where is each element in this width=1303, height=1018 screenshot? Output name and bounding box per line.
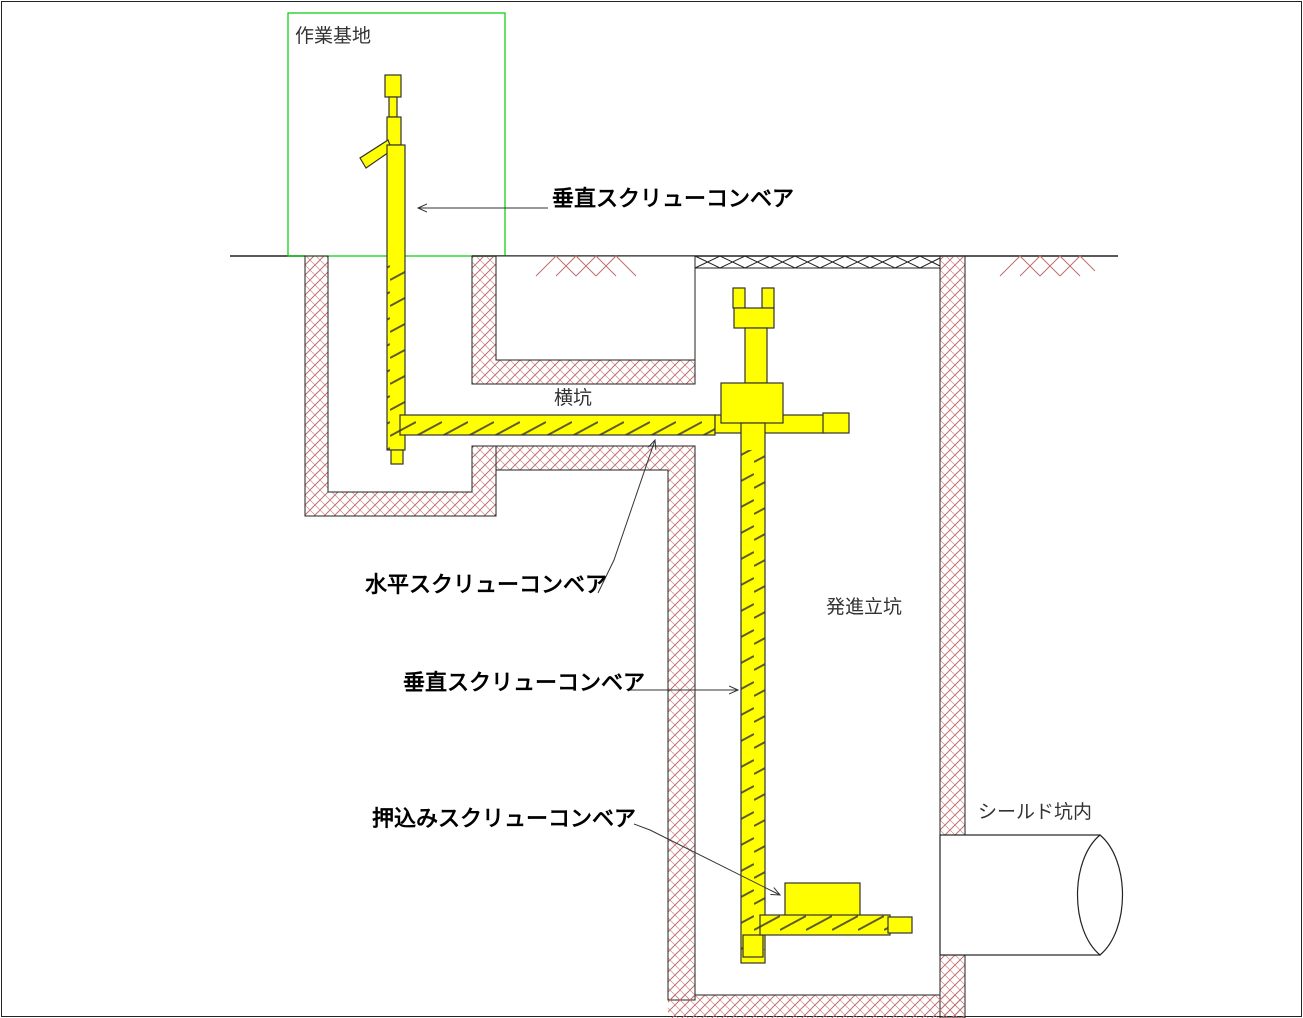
soil-hatching — [304, 255, 1096, 1018]
vertical-screw-conveyor-top — [359, 74, 406, 465]
shield-tunnel-label: シールド坑内 — [978, 801, 1092, 823]
shaft-top-truss — [694, 255, 941, 269]
shield-tunnel-pipe — [939, 834, 1123, 956]
work-base-label: 作業基地 — [295, 25, 371, 47]
launch-shaft-label: 発進立坑 — [826, 596, 902, 618]
push-screw-conveyor — [759, 882, 913, 936]
vertical-conveyor-shaft-label: 垂直スクリューコンベア — [403, 670, 645, 696]
horizontal-conveyor-label: 水平スクリューコンベア — [365, 573, 607, 598]
horizontal-tunnel-label: 横坑 — [554, 387, 592, 409]
vertical-conveyor-top-label: 垂直スクリューコンベア — [552, 186, 794, 212]
leader-lines — [418, 208, 780, 895]
vertical-screw-conveyor-shaft — [720, 287, 784, 964]
push-conveyor-label: 押込みスクリューコンベア — [372, 806, 636, 832]
